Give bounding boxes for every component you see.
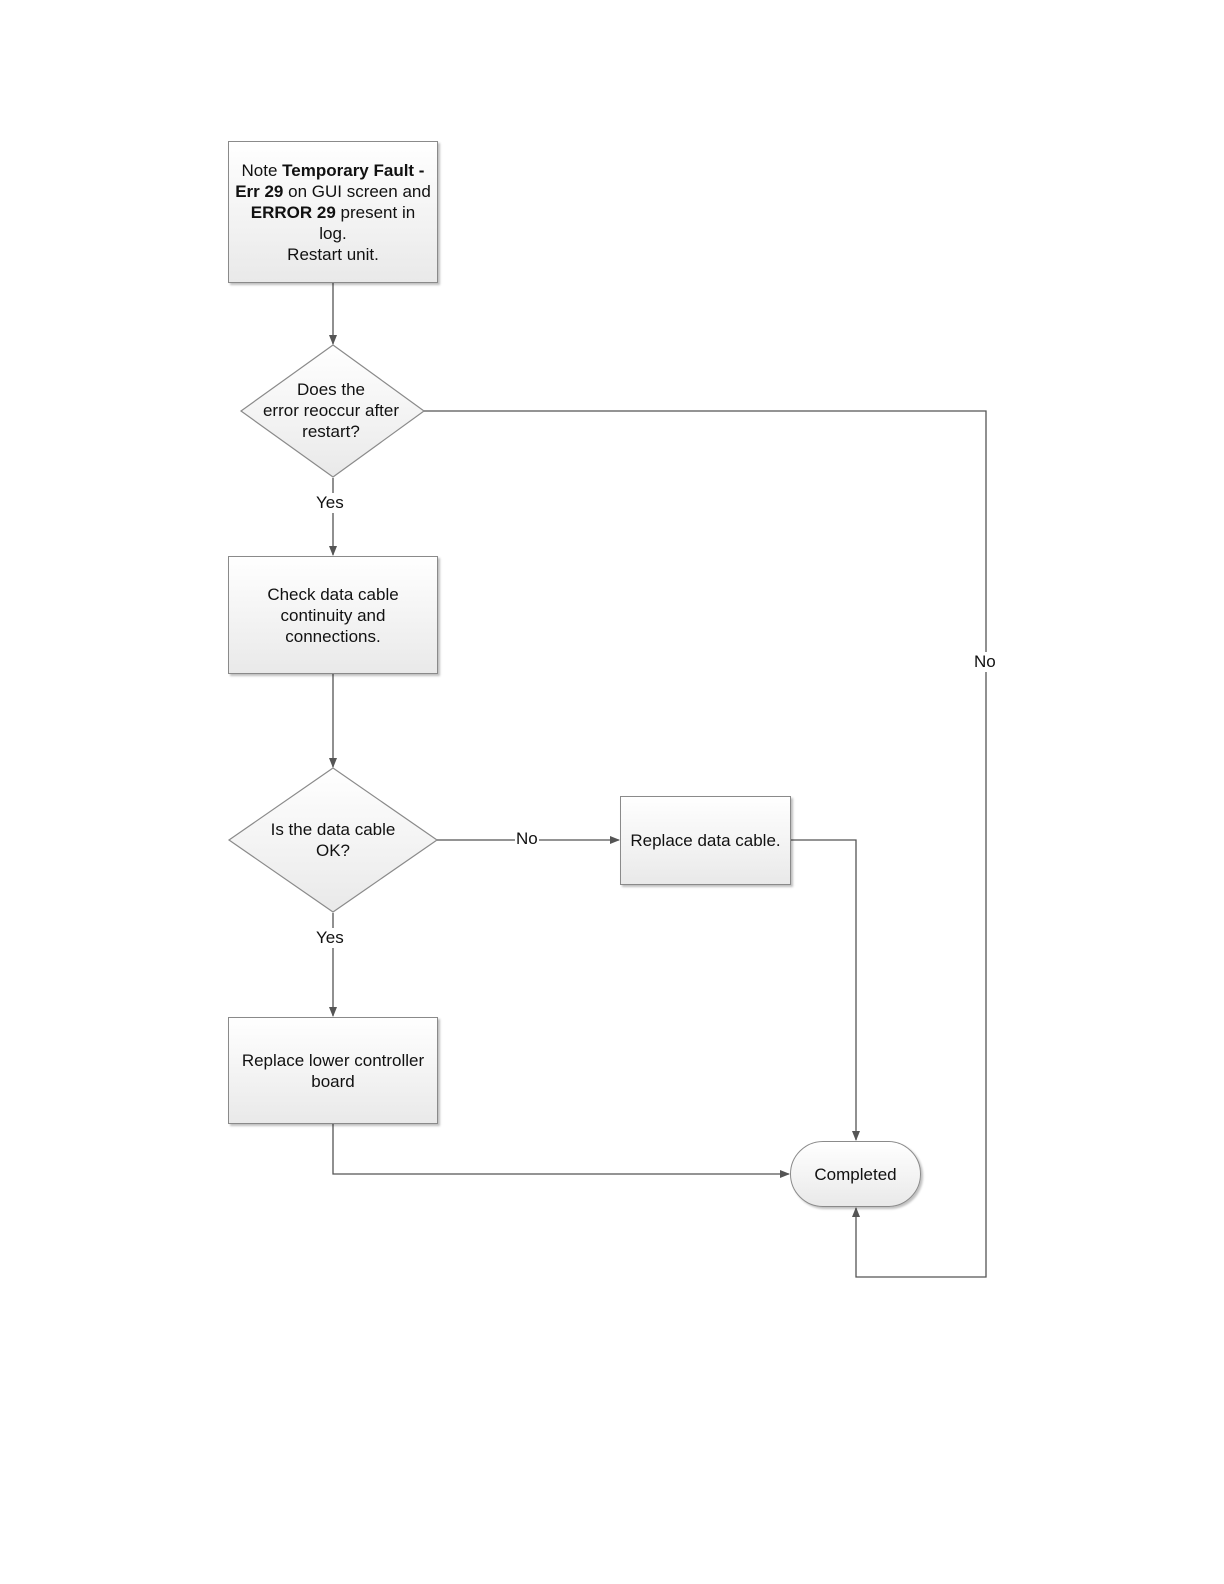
edge-replace-board-to-completed <box>333 1124 789 1174</box>
start-text-error29: ERROR 29 <box>251 203 336 222</box>
start-process-text: Note Temporary Fault - Err 29 on GUI scr… <box>235 160 431 265</box>
completed-label: Completed <box>814 1164 896 1185</box>
decision-reoccur-line1: Does the <box>297 380 365 399</box>
start-process-box: Note Temporary Fault - Err 29 on GUI scr… <box>228 141 438 283</box>
decision-reoccur-label: Does the error reoccur after restart? <box>246 379 416 442</box>
start-text-note: Note <box>242 161 283 180</box>
decision-cable-ok-line2: OK? <box>316 841 350 860</box>
decision-cable-ok-label: Is the data cable OK? <box>248 819 418 861</box>
decision-reoccur-line2: error reoccur after <box>263 401 399 420</box>
replace-board-process-box: Replace lower controller board <box>228 1017 438 1124</box>
replace-cable-process-box: Replace data cable. <box>620 796 791 885</box>
check-cable-process-box: Check data cable continuity and connecti… <box>228 556 438 674</box>
decision-reoccur-line3: restart? <box>302 422 360 441</box>
check-cable-line3: connections. <box>285 627 380 646</box>
check-cable-line1: Check data cable <box>267 585 398 604</box>
edge-replace-cable-to-completed <box>791 840 856 1140</box>
check-cable-line2: continuity and <box>281 606 386 625</box>
replace-cable-label: Replace data cable. <box>630 830 780 851</box>
edge-label-reoccur-no: No <box>973 652 997 672</box>
replace-board-line1: Replace lower controller <box>242 1051 424 1070</box>
decision-cable-ok-line1: Is the data cable <box>271 820 396 839</box>
edge-label-cable-yes: Yes <box>315 928 345 948</box>
edge-label-cable-no: No <box>515 829 539 849</box>
start-text-err29: Err 29 <box>235 182 283 201</box>
edge-label-reoccur-yes: Yes <box>315 493 345 513</box>
start-text-temporary-fault: Temporary Fault - <box>282 161 424 180</box>
start-text-gui-screen: on GUI screen and <box>283 182 430 201</box>
start-text-restart-unit: Restart unit. <box>287 245 379 264</box>
replace-board-line2: board <box>311 1072 354 1091</box>
completed-terminal: Completed <box>790 1141 921 1207</box>
